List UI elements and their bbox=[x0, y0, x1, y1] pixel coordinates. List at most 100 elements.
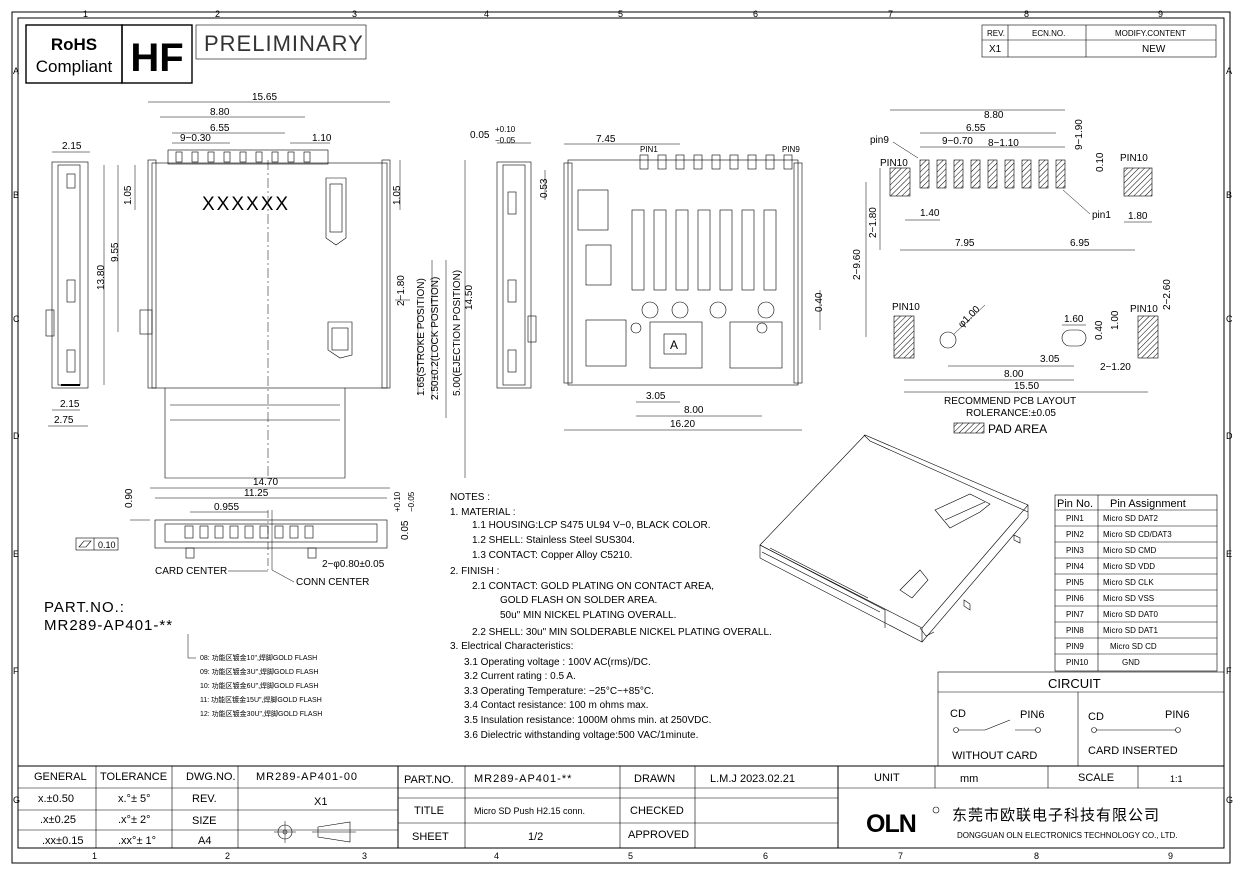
svg-text:16.20: 16.20 bbox=[670, 419, 695, 430]
svg-text:PIN10: PIN10 bbox=[880, 158, 908, 169]
svg-text:X1: X1 bbox=[314, 796, 327, 808]
top-view: XXXXXX 15.65 8.80 6.55 9−0.30 1.10 1.05 … bbox=[96, 92, 475, 489]
pin-assignment: Micro SD DAT0 bbox=[1103, 610, 1159, 619]
svg-text:1.80: 1.80 bbox=[1128, 211, 1148, 222]
svg-text:3.5 Insulation resistance: 100: 3.5 Insulation resistance: 1000M ohms mi… bbox=[464, 715, 711, 726]
svg-text:15.50: 15.50 bbox=[1014, 381, 1039, 392]
svg-text:SCALE: SCALE bbox=[1078, 772, 1114, 784]
zone-row: C bbox=[1226, 314, 1233, 324]
card-center-label: CARD CENTER bbox=[155, 566, 227, 577]
zone-col: 6 bbox=[753, 9, 758, 19]
front-view: 0.90 11.25 0.955 0.05 +0.10 −0.05 0.10 2… bbox=[75, 488, 416, 588]
compliance-badges: RoHS Compliant HF PRELIMINARY bbox=[25, 24, 367, 84]
zone-col: 1 bbox=[83, 9, 88, 19]
pin-assignment: Micro SD CD bbox=[1110, 642, 1157, 651]
svg-text:REV.: REV. bbox=[192, 793, 217, 805]
svg-text:9−1.90: 9−1.90 bbox=[1074, 119, 1085, 150]
svg-text:MR289-AP401-**: MR289-AP401-** bbox=[44, 617, 173, 634]
zone-row: F bbox=[13, 666, 19, 676]
svg-text:08: 功能区镀金10",焊脚GOLD FLASH: 08: 功能区镀金10",焊脚GOLD FLASH bbox=[200, 653, 317, 662]
svg-text:−0.05: −0.05 bbox=[407, 491, 416, 512]
svg-text:0.955: 0.955 bbox=[214, 502, 239, 513]
svg-text:A4: A4 bbox=[198, 835, 211, 847]
zone-row: G bbox=[1226, 795, 1233, 805]
svg-text:DWG.NO.: DWG.NO. bbox=[186, 771, 236, 783]
svg-text:50u" MIN NICKEL PLATING OVERAL: 50u" MIN NICKEL PLATING OVERALL. bbox=[500, 610, 676, 621]
pin-no: PIN1 bbox=[1066, 514, 1084, 523]
pin-assignment: Micro SD VDD bbox=[1103, 562, 1155, 571]
zone-row: A bbox=[1226, 66, 1232, 76]
svg-text:NOTES :: NOTES : bbox=[450, 492, 490, 503]
pin-assignment: Micro SD VSS bbox=[1103, 594, 1154, 603]
svg-text:X1: X1 bbox=[989, 44, 1002, 55]
svg-text:+0.10: +0.10 bbox=[393, 491, 402, 512]
zone-labels: 1 2 3 4 5 6 7 8 9 1 2 3 4 5 6 7 8 9 A B … bbox=[13, 9, 1233, 861]
svg-text:15.65: 15.65 bbox=[252, 92, 277, 103]
pin-no: PIN4 bbox=[1066, 562, 1084, 571]
part-number-block: PART.NO.: MR289-AP401-** 08: 功能区镀金10",焊脚… bbox=[44, 599, 322, 718]
svg-text:L.M.J 2023.02.21: L.M.J 2023.02.21 bbox=[710, 773, 795, 785]
zone-col: 5 bbox=[618, 9, 623, 19]
svg-text:PIN6: PIN6 bbox=[1020, 709, 1044, 721]
svg-text:1.60: 1.60 bbox=[1064, 314, 1084, 325]
svg-text:6.55: 6.55 bbox=[210, 123, 230, 134]
svg-text:MR289-AP401-**: MR289-AP401-** bbox=[474, 773, 572, 785]
svg-text:WITHOUT CARD: WITHOUT CARD bbox=[952, 750, 1037, 762]
zone-row: D bbox=[1226, 431, 1233, 441]
svg-text:2. FINISH :: 2. FINISH : bbox=[450, 566, 499, 577]
compliant-label: Compliant bbox=[36, 57, 113, 76]
svg-text:CD: CD bbox=[950, 708, 966, 720]
svg-text:PIN1: PIN1 bbox=[640, 145, 658, 154]
zone-row: D bbox=[13, 431, 20, 441]
pin-assignment: Micro SD CMD bbox=[1103, 546, 1157, 555]
svg-text:PIN10: PIN10 bbox=[1120, 153, 1148, 164]
svg-text:Pin Assignment: Pin Assignment bbox=[1110, 498, 1186, 510]
svg-text:1. MATERIAL :: 1. MATERIAL : bbox=[450, 507, 516, 518]
zone-col: 8 bbox=[1034, 851, 1039, 861]
svg-text:1.65(STROKE POSITION): 1.65(STROKE POSITION) bbox=[416, 278, 427, 396]
svg-text:1.05: 1.05 bbox=[392, 185, 403, 205]
svg-text:Micro SD Push H2.15 conn.: Micro SD Push H2.15 conn. bbox=[474, 806, 585, 816]
svg-text:2.15: 2.15 bbox=[62, 141, 82, 152]
svg-text:CD: CD bbox=[1088, 711, 1104, 723]
svg-text:Pin No.: Pin No. bbox=[1057, 498, 1093, 510]
svg-text:13.80: 13.80 bbox=[96, 265, 107, 290]
svg-text:5.00(EJECTION POSITION): 5.00(EJECTION POSITION) bbox=[452, 270, 463, 396]
side-view: 2.15 2.15 2.75 bbox=[45, 141, 90, 427]
pin-no: PIN2 bbox=[1066, 530, 1084, 539]
zone-col: 4 bbox=[494, 851, 499, 861]
hf-label: HF bbox=[130, 36, 183, 80]
tol-angle: .xx°± 1° bbox=[118, 835, 156, 847]
svg-text:1.40: 1.40 bbox=[920, 208, 940, 219]
zone-col: 7 bbox=[888, 9, 893, 19]
zone-col: 3 bbox=[352, 9, 357, 19]
zone-row: E bbox=[1226, 549, 1232, 559]
isometric-view bbox=[759, 434, 1029, 643]
svg-text:2−1.80: 2−1.80 bbox=[396, 275, 407, 306]
zone-col: 1 bbox=[92, 851, 97, 861]
svg-text:3.05: 3.05 bbox=[646, 391, 666, 402]
zone-col: 2 bbox=[215, 9, 220, 19]
svg-text:2−1.80: 2−1.80 bbox=[868, 207, 879, 238]
svg-text:8−1.10: 8−1.10 bbox=[988, 138, 1019, 149]
svg-text:DRAWN: DRAWN bbox=[634, 773, 675, 785]
svg-text:φ1.00: φ1.00 bbox=[956, 304, 982, 330]
svg-text:GOLD FLASH ON SOLDER AREA.: GOLD FLASH ON SOLDER AREA. bbox=[500, 595, 657, 606]
pin-no: PIN10 bbox=[1066, 658, 1089, 667]
polarity-mark: A bbox=[670, 338, 678, 352]
tol-angle: .x°± 2° bbox=[118, 814, 151, 826]
svg-text:NEW: NEW bbox=[1142, 44, 1166, 55]
svg-text:RECOMMEND PCB LAYOUT: RECOMMEND PCB LAYOUT bbox=[944, 396, 1076, 407]
zone-col: 9 bbox=[1168, 851, 1173, 861]
svg-text:PART.NO.:: PART.NO.: bbox=[44, 599, 125, 616]
svg-text:14.70: 14.70 bbox=[253, 477, 278, 488]
conn-center-label: CONN CENTER bbox=[296, 577, 369, 588]
svg-text:PIN6: PIN6 bbox=[1165, 709, 1189, 721]
svg-text:2−9.60: 2−9.60 bbox=[852, 249, 863, 280]
svg-text:2.50±0.2(LOCK POSITION): 2.50±0.2(LOCK POSITION) bbox=[430, 277, 441, 400]
svg-text:CHECKED: CHECKED bbox=[630, 805, 684, 817]
svg-text:9.55: 9.55 bbox=[110, 242, 121, 262]
company-logo: OLN bbox=[866, 810, 916, 838]
svg-text:APPROVED: APPROVED bbox=[628, 829, 689, 841]
